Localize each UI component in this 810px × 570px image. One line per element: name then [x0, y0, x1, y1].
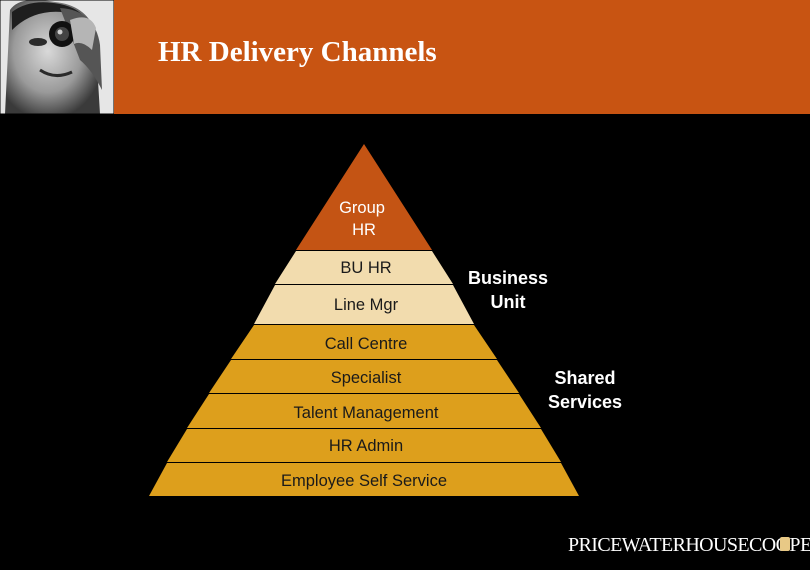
employee-self-service-band [149, 463, 579, 496]
header-bar: HR Delivery Channels [0, 0, 810, 114]
shared-services-label: Shared Services [535, 366, 635, 414]
slide-title: HR Delivery Channels [158, 36, 437, 68]
group-hr-band [296, 144, 432, 250]
hr-admin-band [167, 429, 561, 462]
line-mgr-label: Line Mgr [334, 296, 399, 314]
talent-management-band [187, 394, 541, 428]
business-unit-label: Business Unit [455, 266, 561, 314]
business-unit-line2: Unit [490, 292, 526, 312]
business-unit-line1: Business [467, 268, 549, 288]
bu-hr-label: BU HR [340, 259, 391, 277]
shared-services-line2: Services [547, 392, 623, 412]
call-centre-label: Call Centre [325, 335, 408, 353]
talent-management-label: Talent Management [294, 404, 439, 422]
shared-services-line1: Shared [554, 368, 616, 388]
specialist-band [209, 360, 519, 393]
pwc-logo: PRICEWATERHOUSECOOPERS [568, 534, 810, 556]
line-mgr-band [254, 285, 474, 324]
specialist-label: Specialist [331, 369, 402, 387]
bu-hr-band [275, 251, 453, 284]
call-centre-band [231, 325, 497, 359]
hr-admin-label: HR Admin [329, 437, 403, 455]
man-camera-photo [0, 0, 114, 114]
group-hr-label-line2: HR [352, 221, 376, 239]
employee-self-service-label: Employee Self Service [281, 472, 447, 490]
logo-square-icon [780, 537, 790, 551]
group-hr-label-line1: Group [339, 199, 385, 217]
